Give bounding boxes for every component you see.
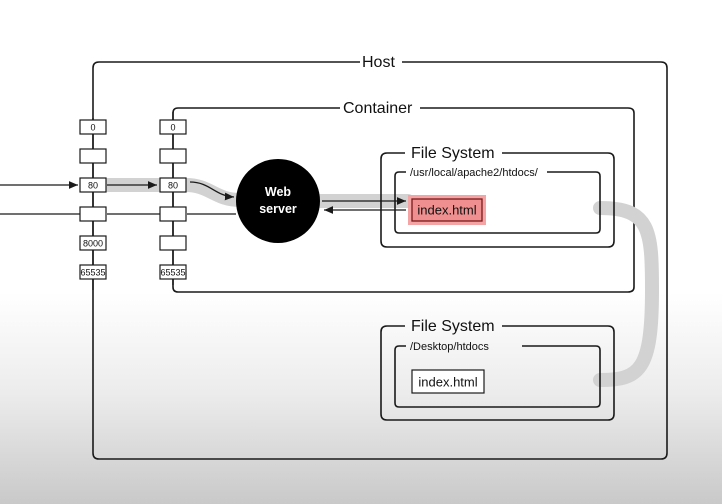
- port-box: [79, 148, 107, 164]
- port-number: 65535: [80, 268, 105, 278]
- host-port-0[interactable]: 0: [79, 119, 107, 135]
- host-frame: Host: [92, 54, 668, 460]
- container-label: Container: [343, 100, 413, 117]
- web-server[interactable]: Web server: [236, 159, 320, 243]
- port-box: [159, 148, 187, 164]
- port-number: 80: [88, 181, 98, 191]
- host-label: Host: [362, 54, 395, 71]
- port-number: 65535: [160, 268, 185, 278]
- container-port-unlabeled-1[interactable]: [159, 148, 187, 164]
- port-box: [79, 206, 107, 222]
- port-number: 0: [90, 123, 95, 133]
- port-box: [159, 264, 187, 280]
- host-index-filename: index.html: [418, 375, 477, 390]
- port-box: [79, 177, 107, 193]
- port-box: [159, 206, 187, 222]
- host-port-8000[interactable]: 8000: [79, 235, 107, 251]
- container-file-system: File System /usr/local/apache2/htdocs/: [380, 145, 615, 248]
- port-number: 0: [170, 123, 175, 133]
- port-box: [159, 119, 187, 135]
- host-fs-label: File System: [411, 318, 495, 335]
- container-port-0[interactable]: 0: [159, 119, 187, 135]
- host-port-65535[interactable]: 65535: [79, 264, 107, 280]
- container-port-80[interactable]: 80: [159, 177, 187, 193]
- port-box: [159, 177, 187, 193]
- host-fs-path: /Desktop/htdocs: [410, 341, 489, 353]
- host-port-unlabeled-3[interactable]: [79, 206, 107, 222]
- container-port-unlabeled-4[interactable]: [159, 235, 187, 251]
- host-index-file[interactable]: index.html: [411, 369, 485, 394]
- port-number: 80: [168, 181, 178, 191]
- port-box: [79, 264, 107, 280]
- port-box: [159, 235, 187, 251]
- container-frame: Container: [172, 100, 635, 293]
- web-server-label-line1: Web: [265, 185, 292, 199]
- file-box: [411, 198, 483, 222]
- container-fs-path: /usr/local/apache2/htdocs/: [410, 167, 539, 179]
- host-port-column: 0 80 8000 65535: [79, 118, 107, 290]
- host-port-unlabeled-1[interactable]: [79, 148, 107, 164]
- container-port-unlabeled-3[interactable]: [159, 206, 187, 222]
- file-box: [411, 369, 485, 394]
- container-to-webserver-arrow: [189, 181, 235, 201]
- container-fs-label: File System: [411, 145, 495, 162]
- port-box: [79, 119, 107, 135]
- port-box: [79, 235, 107, 251]
- host-file-system: File System /Desktop/htdocs: [380, 318, 615, 421]
- container-port-column: 0 80 65535: [159, 112, 187, 285]
- bind-mount-volume: [593, 201, 660, 387]
- flow-container-to-webserver: [179, 178, 247, 207]
- container-port-65535[interactable]: 65535: [159, 264, 187, 280]
- container-index-file[interactable]: index.html: [408, 195, 486, 225]
- container-index-filename: index.html: [417, 203, 476, 218]
- host-port-80[interactable]: 80: [79, 177, 107, 193]
- port-number: 8000: [83, 239, 103, 249]
- web-server-label-line2: server: [259, 202, 297, 216]
